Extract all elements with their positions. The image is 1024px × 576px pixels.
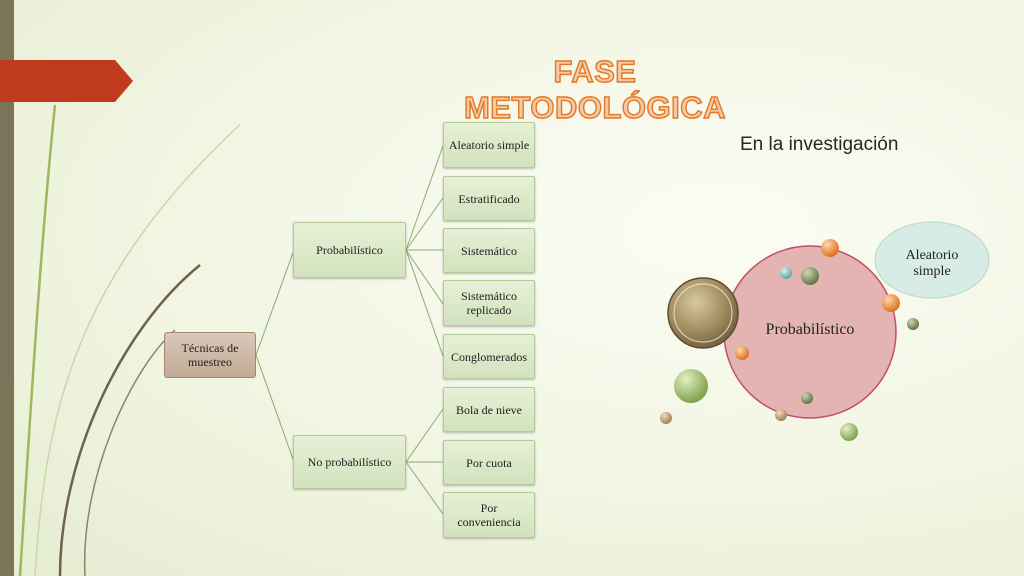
arrow-tab: [0, 60, 133, 102]
side-circle: [874, 221, 990, 299]
main-circle-label: Probabilístico: [765, 321, 855, 338]
tan-sphere-2: [660, 412, 672, 424]
page-subtitle: En la investigación: [740, 134, 899, 155]
tan-sphere-1: [775, 409, 787, 421]
tree-root-node: Técnicas de muestreo: [164, 332, 256, 378]
branch-probabilistico: Probabilístico: [293, 222, 406, 278]
olive-sphere-3: [801, 392, 813, 404]
olive-sphere-2: [907, 318, 919, 330]
large-brown-sphere: [667, 277, 739, 349]
leaf-sistematico-replicado: Sistemático replicado: [443, 280, 535, 326]
leaf-por-conveniencia: Por conveniencia: [443, 492, 535, 538]
decorative-stems: [18, 104, 240, 576]
leaf-conglomerados: Conglomerados: [443, 334, 535, 379]
leaf-aleatorio-simple: Aleatorio simple: [443, 122, 535, 168]
side-circle-label: Aleatorio simple: [905, 248, 959, 279]
leaf-sistematico: Sistemático: [443, 228, 535, 273]
leaf-bola-de-nieve: Bola de nieve: [443, 387, 535, 432]
green-sphere-large: [674, 369, 708, 403]
teal-sphere: [780, 267, 792, 279]
leaf-estratificado: Estratificado: [443, 176, 535, 221]
orange-sphere-2: [882, 294, 900, 312]
page-title: FASE METODOLÓGICA: [463, 53, 727, 125]
orange-sphere-3: [735, 346, 749, 360]
leaf-por-cuota: Por cuota: [443, 440, 535, 485]
orange-sphere-1: [821, 239, 839, 257]
left-accent-bar: [0, 0, 14, 576]
green-sphere-small: [840, 423, 858, 441]
olive-sphere-1: [801, 267, 819, 285]
branch-no-probabilistico: No probabilístico: [293, 435, 406, 489]
